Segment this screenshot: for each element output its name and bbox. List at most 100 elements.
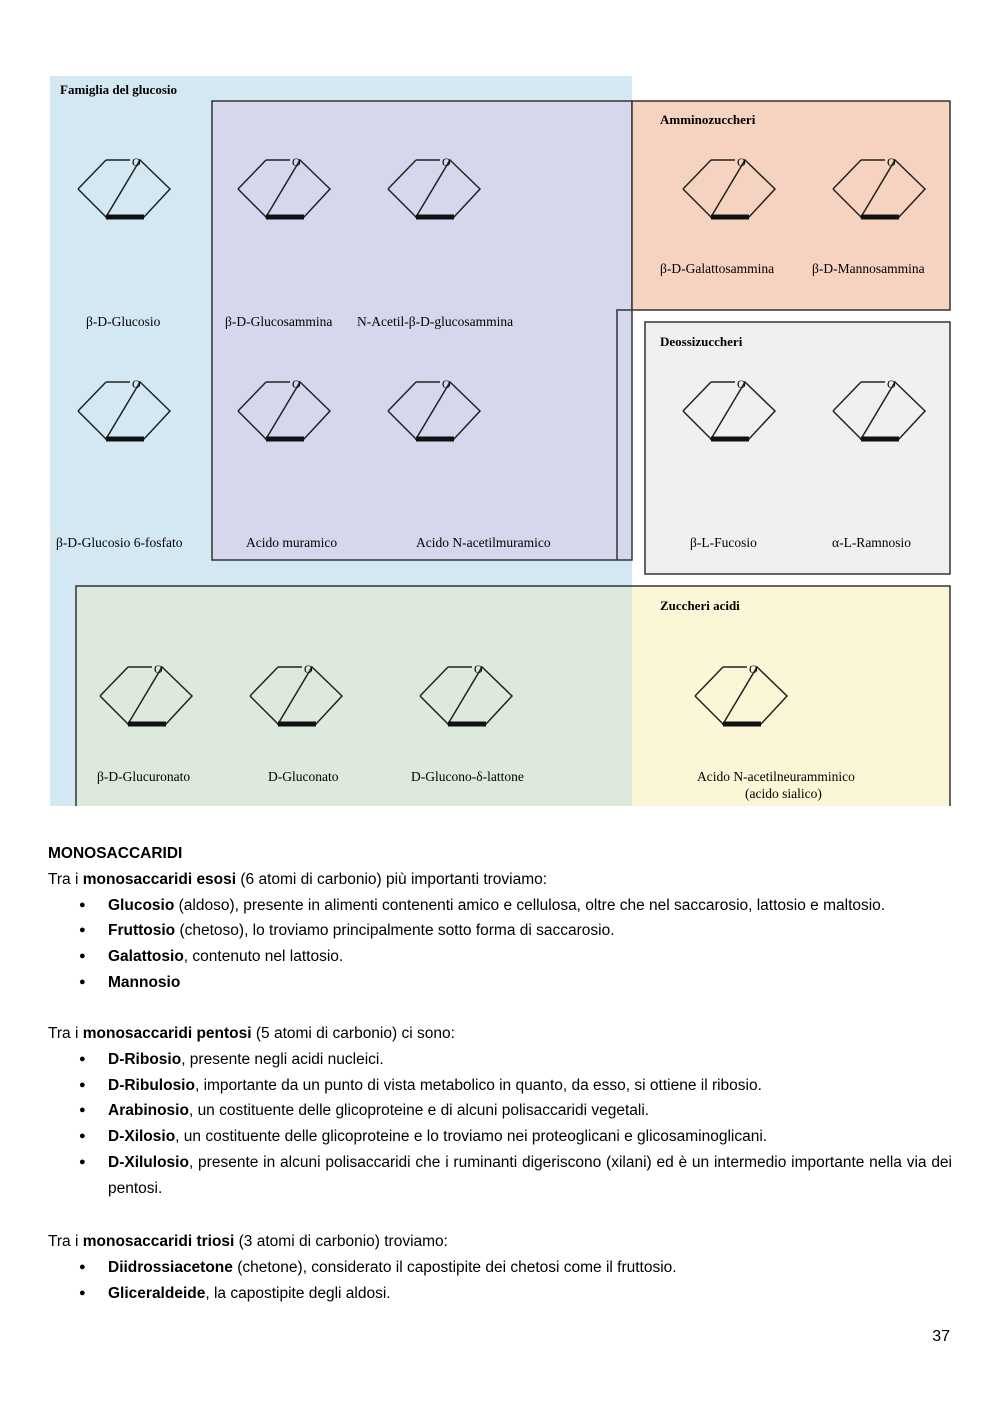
- caption-glucose-6-phosphate: β-D-Glucosio 6-fosfato: [56, 535, 183, 550]
- item-term: Galattosio: [108, 948, 184, 966]
- caption-n-acetylmuramic-acid: Acido N-acetilmuramico: [416, 535, 551, 550]
- ring-oxygen-label: O: [749, 662, 758, 676]
- sugar-ring: O: [419, 662, 514, 727]
- glucose-family-title: Famiglia del glucosio: [60, 82, 177, 97]
- acid-sugars-border: [75, 585, 951, 806]
- ring-oxygen-label: O: [154, 662, 163, 676]
- ring-oxygen-label: O: [304, 662, 313, 676]
- intro-post: (3 atomi di carbonio) troviamo:: [234, 1233, 448, 1250]
- acid-sugars-panel-right: [632, 586, 950, 806]
- caption-neuraminic-acid: Acido N-acetilneuramminico: [697, 769, 855, 784]
- item-term: Glucosio: [108, 896, 175, 914]
- sugar-ring: O: [249, 662, 344, 727]
- caption-n-acetyl-glucosamine: N-Acetil-β-D-glucosammina: [357, 314, 513, 329]
- heading-text: MONOSACCARIDI: [48, 845, 183, 862]
- ring-oxygen-label: O: [132, 377, 141, 391]
- item-desc: (aldoso), presente in alimenti contenent…: [174, 896, 886, 914]
- item-desc: , importante da un punto di vista metabo…: [194, 1076, 762, 1094]
- sugar-ring: O: [682, 155, 777, 220]
- item-term: D-Ribosio: [108, 1050, 182, 1068]
- sugar-ring: O: [387, 377, 482, 442]
- sugar-ring: O: [99, 662, 194, 727]
- ring-oxygen-label: O: [292, 377, 301, 391]
- caption-glucono-lactone: D-Glucono-δ-lattone: [411, 769, 524, 784]
- item-term: D-Xilulosio: [108, 1153, 189, 1171]
- sugar-ring: O: [237, 155, 332, 220]
- item-term: D-Xilosio: [108, 1128, 176, 1146]
- deoxy-sugars-title: Deossizuccheri: [660, 334, 743, 349]
- sugar-ring: O: [682, 377, 777, 442]
- sugar-ring: O: [832, 377, 927, 442]
- intro-post: (6 atomi di carbonio) più importanti tro…: [236, 870, 548, 888]
- item-desc: , un costituente delle glicoproteine e d…: [188, 1102, 650, 1120]
- caption-galactosamine: β-D-Galattosammina: [660, 261, 774, 276]
- ring-oxygen-label: O: [132, 155, 141, 169]
- section-heading: MONOSACCARIDI: [48, 841, 952, 867]
- caption-glucosamine: β-D-Glucosammina: [225, 314, 332, 329]
- list-item: Mannosio: [79, 970, 952, 996]
- item-term: Mannosio: [108, 973, 181, 991]
- list-item: Galattosio, contenuto nel lattosio.: [79, 944, 952, 970]
- caption-rhamnose: α-L-Ramnosio: [832, 535, 911, 550]
- sugar-ring: O: [387, 155, 482, 220]
- caption-glucuronate: β-D-Glucuronato: [97, 769, 190, 784]
- hexoses-intro: Tra i monosaccaridi esosi (6 atomi di ca…: [48, 867, 952, 893]
- ring-oxygen-label: O: [474, 662, 483, 676]
- intro-bold: monosaccaridi triosi: [82, 1233, 235, 1250]
- intro-bold: monosaccaridi esosi: [82, 870, 237, 888]
- ring-oxygen-label: O: [737, 377, 746, 391]
- acid-sugars-panel-left: [76, 586, 632, 806]
- list-item: Fruttosio (chetoso), lo troviamo princip…: [79, 918, 952, 944]
- sugar-ring: O: [694, 662, 789, 727]
- caption-muramic-acid: Acido muramico: [246, 535, 337, 550]
- intro-pre: Tra i: [48, 870, 83, 888]
- pentoses-intro: Tra i monosaccaridi pentosi (5 atomi di …: [48, 1021, 952, 1047]
- ring-structures: O O O O O O O O O O O O O O: [77, 155, 927, 727]
- trioses-list: Diidrossiacetone (chetone), considerato …: [48, 1255, 952, 1307]
- hexoses-list: Glucosio (aldoso), presente in alimenti …: [48, 893, 952, 996]
- list-item: Gliceraldeide, la capostipite degli aldo…: [79, 1281, 952, 1307]
- intro-pre: Tra i: [48, 1233, 83, 1250]
- item-term: Arabinosio: [108, 1102, 189, 1120]
- caption-sialic-acid: (acido sialico): [745, 786, 822, 801]
- ring-oxygen-label: O: [442, 377, 451, 391]
- list-item: D-Xilulosio, presente in alcuni polisacc…: [79, 1150, 952, 1202]
- item-desc: , presente negli acidi nucleici.: [181, 1050, 384, 1068]
- derivatives-panel: [211, 100, 633, 561]
- caption-beta-d-glucose: β-D-Glucosio: [86, 314, 161, 329]
- intro-bold: monosaccaridi pentosi: [82, 1025, 252, 1042]
- list-item: Glucosio (aldoso), presente in alimenti …: [79, 893, 952, 919]
- hexoses-section: MONOSACCARIDI Tra i monosaccaridi esosi …: [48, 841, 952, 996]
- item-desc: , un costituente delle glicoproteine e l…: [175, 1128, 768, 1146]
- ring-oxygen-label: O: [442, 155, 451, 169]
- list-item: D-Ribulosio, importante da un punto di v…: [79, 1073, 952, 1099]
- acid-sugars-title: Zuccheri acidi: [660, 598, 740, 613]
- sugar-ring: O: [832, 155, 927, 220]
- sugar-ring: O: [237, 377, 332, 442]
- amino-sugars-title: Amminozuccheri: [660, 112, 756, 127]
- list-item: D-Ribosio, presente negli acidi nucleici…: [79, 1047, 952, 1073]
- item-term: Diidrossiacetone: [108, 1258, 233, 1276]
- list-item: Arabinosio, un costituente delle glicopr…: [79, 1098, 952, 1124]
- item-desc: , la capostipite degli aldosi.: [205, 1284, 391, 1302]
- ring-oxygen-label: O: [292, 155, 301, 169]
- trioses-intro: Tra i monosaccaridi triosi (3 atomi di c…: [48, 1229, 952, 1255]
- sugar-ring: O: [77, 155, 172, 220]
- item-desc: (chetoso), lo troviamo principalmente so…: [175, 922, 615, 940]
- page-number: 37: [932, 1328, 950, 1345]
- item-desc: (chetone), considerato il capostipite de…: [232, 1258, 677, 1276]
- item-desc: , contenuto nel lattosio.: [183, 948, 344, 966]
- pentoses-section: Tra i monosaccaridi pentosi (5 atomi di …: [48, 1021, 952, 1202]
- caption-gluconate: D-Gluconato: [268, 769, 339, 784]
- intro-post: (5 atomi di carbonio) ci sono:: [251, 1025, 455, 1042]
- caption-mannosamine: β-D-Mannosammina: [812, 261, 925, 276]
- sugar-ring: O: [77, 377, 172, 442]
- ring-oxygen-label: O: [887, 155, 896, 169]
- derivatives-connector: [616, 309, 632, 560]
- item-desc: , presente in alcuni polisaccaridi che i…: [108, 1153, 952, 1197]
- list-item: Diidrossiacetone (chetone), considerato …: [79, 1255, 952, 1281]
- item-term: Gliceraldeide: [108, 1284, 206, 1302]
- amino-sugars-panel: [631, 100, 951, 311]
- ring-oxygen-label: O: [737, 155, 746, 169]
- item-term: D-Ribulosio: [108, 1076, 195, 1094]
